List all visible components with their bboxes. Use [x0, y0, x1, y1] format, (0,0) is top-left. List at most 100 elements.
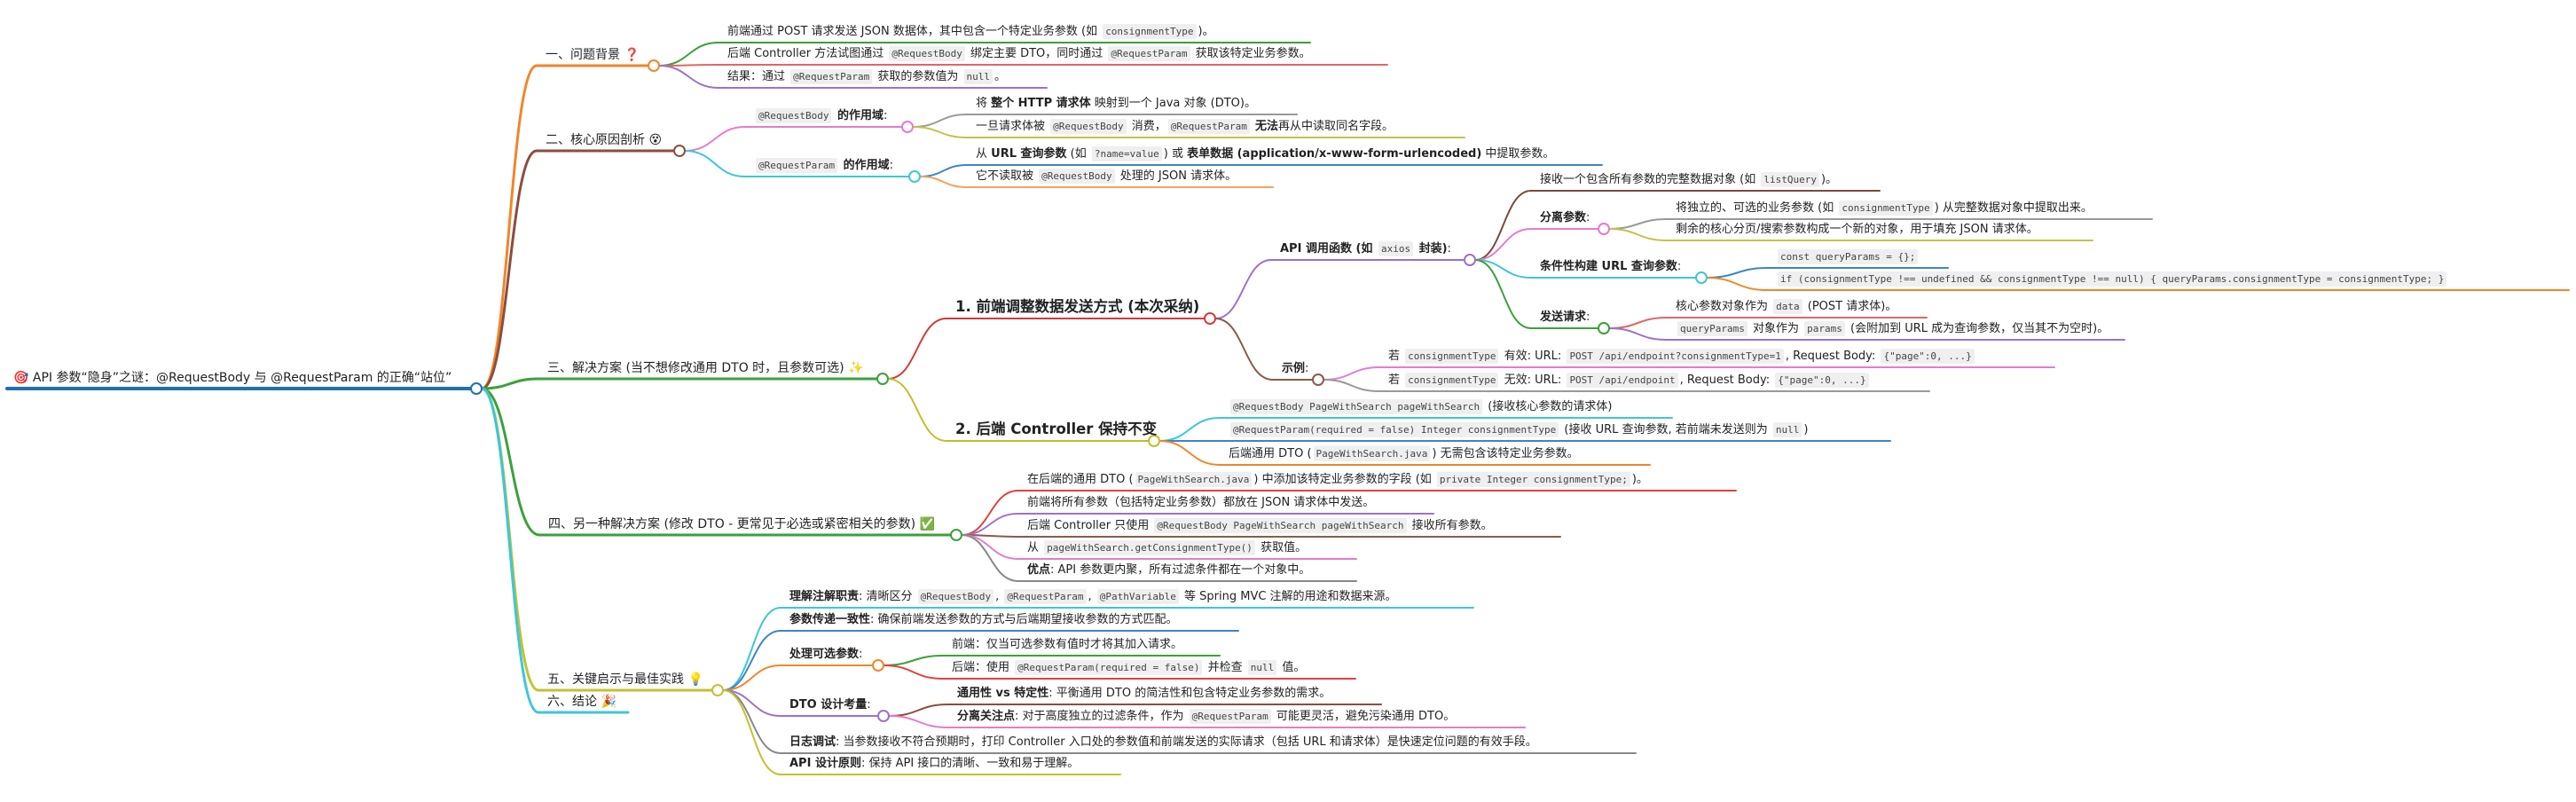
collapse-toggle[interactable]: [711, 684, 724, 696]
inline-code: {"page":0, ...}: [1775, 373, 1869, 388]
mindmap-topic[interactable]: 一旦请求体被 @RequestBody 消费，@RequestParam 无法再…: [976, 118, 1394, 136]
collapse-toggle[interactable]: [1598, 322, 1610, 334]
mindmap-topic[interactable]: 通用性 vs 特定性: 平衡通用 DTO 的简洁性和包含特定业务参数的需求。: [957, 685, 1331, 703]
mindmap-topic[interactable]: @RequestParam 的作用域:: [754, 157, 893, 175]
mindmap-topic[interactable]: 后端 Controller 只使用 @RequestBody PageWithS…: [1027, 517, 1493, 535]
topic-text: (如: [1066, 147, 1090, 161]
mindmap-section-topic[interactable]: 三、解决方案 (当不想修改通用 DTO 时，且参数可选) ✨: [547, 359, 864, 377]
bold-text: 条件性构建 URL 查询参数: [1540, 260, 1677, 273]
mindmap-topic[interactable]: 从 pageWithSearch.getConsignmentType() 获取…: [1027, 539, 1307, 557]
mindmap-topic[interactable]: 核心参数对象作为 data (POST 请求体)。: [1676, 298, 1897, 316]
mindmap-topic[interactable]: 优点: API 参数更内聚，所有过滤条件都在一个对象中。: [1027, 562, 1310, 579]
collapse-toggle[interactable]: [901, 121, 914, 133]
collapse-toggle[interactable]: [648, 59, 660, 72]
collapse-toggle[interactable]: [1312, 373, 1324, 386]
topic-text: 🎯 API 参数“隐身”之谜：@RequestBody 与 @RequestPa…: [13, 371, 452, 385]
collapse-toggle[interactable]: [950, 529, 962, 541]
mindmap-topic[interactable]: 示例:: [1282, 360, 1308, 378]
collapse-toggle[interactable]: [1695, 271, 1708, 284]
topic-text: 后端：使用: [952, 661, 1014, 674]
mindmap-topic[interactable]: 1. 前端调整数据发送方式 (本次采纳): [955, 297, 1199, 317]
mindmap-topic[interactable]: DTO 设计考量:: [789, 696, 871, 714]
branch-connector: [684, 126, 746, 152]
collapse-toggle[interactable]: [1204, 312, 1216, 325]
mindmap-topic[interactable]: 剩余的核心分页/搜索参数构成一个新的对象，用于填充 JSON 请求体。: [1676, 221, 2038, 239]
mindmap-topic[interactable]: queryParams 对象作为 params (会附加到 URL 成为查询参数…: [1676, 320, 2109, 338]
mindmap-topic[interactable]: 处理可选参数:: [789, 646, 862, 664]
mindmap-root-topic[interactable]: 🎯 API 参数“隐身”之谜：@RequestBody 与 @RequestPa…: [13, 369, 452, 387]
mindmap-section-topic[interactable]: 五、关键启示与最佳实践 💡: [547, 671, 703, 688]
mindmap-topic[interactable]: 前端：仅当可选参数有值时才将其加入请求。: [952, 636, 1182, 654]
topic-text: (接收核心参数的请求体): [1484, 400, 1613, 413]
mindmap-topic[interactable]: const queryParams = {};: [1776, 248, 1920, 266]
topic-text: 一旦请求体被: [976, 120, 1049, 133]
collapse-toggle[interactable]: [1464, 254, 1476, 266]
mindmap-topic[interactable]: 参数传递一致性: 确保前端发送参数的方式与后端期望接收参数的方式匹配。: [789, 611, 1178, 629]
inline-code: @RequestParam: [1108, 46, 1190, 61]
mindmap-topic[interactable]: 后端：使用 @RequestParam(required = false) 并检…: [952, 659, 1305, 677]
mindmap-topic[interactable]: @RequestBody PageWithSearch pageWithSear…: [1229, 398, 1612, 416]
bold-text: 2. 后端 Controller 保持不变: [955, 421, 1158, 437]
mindmap-topic[interactable]: 后端 Controller 方法试图通过 @RequestBody 绑定主要 D…: [727, 45, 1311, 63]
mindmap-topic[interactable]: 若 consignmentType 有效: URL: POST /api/end…: [1388, 348, 1976, 366]
mindmap-topic[interactable]: 日志调试: 当参数接收不符合预期时，打印 Controller 入口处的参数值和…: [789, 734, 1537, 751]
topic-text: 前端：仅当可选参数有值时才将其加入请求。: [952, 638, 1183, 651]
inline-code: consignmentType: [1405, 373, 1499, 388]
inline-code: @RequestParam: [790, 69, 873, 84]
mindmap-topic[interactable]: API 设计原则: 保持 API 接口的清晰、一致和易于理解。: [789, 755, 1079, 773]
mindmap-topic[interactable]: 2. 后端 Controller 保持不变: [955, 420, 1157, 439]
mindmap-topic[interactable]: @RequestBody 的作用域:: [754, 107, 887, 125]
collapse-toggle[interactable]: [1148, 435, 1160, 447]
mindmap-section-topic[interactable]: 六、结论 🎉: [547, 693, 617, 711]
collapse-toggle[interactable]: [470, 382, 483, 395]
collapse-toggle[interactable]: [876, 373, 889, 385]
mindmap-topic[interactable]: 分离关注点: 对于高度独立的过滤条件，作为 @RequestParam 可能更灵…: [957, 708, 1455, 726]
topic-text: :: [1677, 260, 1682, 273]
mindmap-topic[interactable]: 后端通用 DTO (PageWithSearch.java) 无需包含该特定业务…: [1229, 445, 1579, 463]
bold-text: API 设计原则: [789, 757, 861, 770]
mindmap-topic[interactable]: if (consignmentType !== undefined && con…: [1776, 271, 2448, 288]
mindmap-topic[interactable]: 接收一个包含所有参数的完整数据对象 (如 listQuery)。: [1540, 171, 1837, 189]
collapse-toggle[interactable]: [1598, 223, 1610, 235]
mindmap-topic[interactable]: 前端通过 POST 请求发送 JSON 数据体，其中包含一个特定业务参数 (如 …: [727, 23, 1214, 41]
mindmap-topic[interactable]: 它不读取被 @RequestBody 处理的 JSON 请求体。: [976, 168, 1237, 185]
collapse-toggle[interactable]: [908, 170, 921, 183]
inline-code: @RequestBody PageWithSearch pageWithSear…: [1230, 399, 1483, 414]
inline-code: POST /api/endpoint?consignmentType=1: [1567, 349, 1784, 364]
collapse-toggle[interactable]: [673, 145, 686, 157]
inline-code: @RequestBody: [1039, 169, 1115, 184]
topic-text: ) 从完整数据对象中提取出来。: [1934, 201, 2093, 215]
topic-text: : 对于高度独立的过滤条件，作为: [1015, 710, 1188, 723]
collapse-toggle[interactable]: [872, 659, 884, 672]
mindmap-topic[interactable]: 若 consignmentType 无效: URL: POST /api/end…: [1388, 372, 1871, 389]
branch-connector: [481, 64, 538, 390]
inline-code: @RequestParam: [1189, 709, 1271, 724]
inline-code: null: [1772, 422, 1802, 437]
topic-text: 后端 Controller 只使用: [1027, 519, 1153, 532]
inline-code: params: [1804, 321, 1845, 336]
mindmap-topic[interactable]: 条件性构建 URL 查询参数:: [1540, 258, 1681, 276]
mindmap-section-topic[interactable]: 一、问题背景 ❓: [546, 46, 640, 64]
topic-text: : 清晰区分: [859, 590, 916, 603]
branch-connector: [684, 150, 746, 177]
mindmap-section-topic[interactable]: 四、另一种解决方案 (修改 DTO - 更常见于必选或紧密相关的参数) ✅: [548, 515, 935, 533]
mindmap-topic[interactable]: 发送请求:: [1540, 309, 1590, 326]
mindmap-topic[interactable]: 将独立的、可选的业务参数 (如 consignmentType) 从完整数据对象…: [1676, 200, 2093, 217]
branch-connector: [481, 387, 539, 714]
mindmap-topic[interactable]: 分离参数:: [1540, 209, 1590, 227]
inline-code: listQuery: [1761, 172, 1819, 187]
mindmap-topic[interactable]: 前端将所有参数（包括特定业务参数）都放在 JSON 请求体中发送。: [1027, 494, 1374, 512]
collapse-toggle[interactable]: [877, 710, 890, 722]
mindmap-section-topic[interactable]: 二、核心原因剖析 😵: [546, 131, 662, 149]
mindmap-topic[interactable]: 理解注解职责: 清晰区分 @RequestBody, @RequestParam…: [789, 588, 1397, 606]
topic-text: 剩余的核心分页/搜索参数构成一个新的对象，用于填充 JSON 请求体。: [1676, 223, 2038, 236]
mindmap-topic[interactable]: 从 URL 查询参数 (如 ?name=value) 或 表单数据 (appli…: [976, 145, 1554, 163]
mindmap-topic[interactable]: 在后端的通用 DTO (PageWithSearch.java) 中添加该特定业…: [1027, 471, 1648, 489]
mindmap-topic[interactable]: API 调用函数 (如 axios 封装):: [1280, 240, 1451, 258]
mindmap-topic[interactable]: @RequestParam(required = false) Integer …: [1229, 421, 1809, 439]
mindmap-topic[interactable]: 结果：通过 @RequestParam 获取的参数值为 null。: [727, 68, 1006, 86]
topic-text: )。: [1198, 25, 1214, 38]
inline-code: data: [1773, 299, 1802, 314]
inline-code: null: [1247, 660, 1277, 675]
mindmap-topic[interactable]: 将 整个 HTTP 请求体 映射到一个 Java 对象 (DTO)。: [976, 95, 1256, 113]
